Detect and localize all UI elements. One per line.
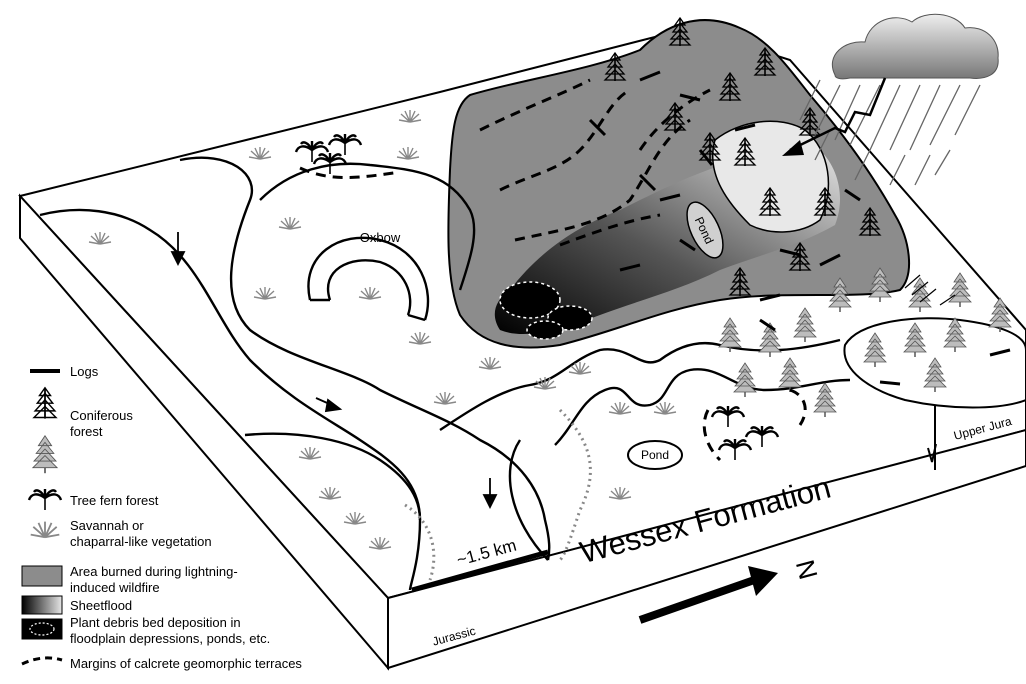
north-label: N [790,557,824,583]
river-channels [39,156,851,591]
scale-bar [411,549,549,593]
legend-tree-fern-label: Tree fern forest [70,493,159,508]
legend-debris-line1: Plant debris bed deposition in [70,615,241,630]
flow-arrows [170,232,498,510]
legend-debris-line2: floodplain depressions, ponds, etc. [70,631,270,646]
conifer-tree-icon [33,386,57,420]
savannah-shrub-icon [29,520,61,539]
legend-margins-symbol [21,656,63,666]
tree-fern-icon [27,487,63,512]
rain-cloud-icon [831,13,999,80]
legend-burned-line1: Area burned during lightning- [70,564,238,579]
legend-sheetflood-label: Sheetflood [70,598,132,613]
legend-savannah-line1: Savannah or [70,518,144,533]
north-arrow [638,566,778,624]
legend-coniferous-line1: Coniferous [70,408,133,423]
legend-burned-swatch [21,565,63,587]
logs [588,70,861,302]
oxbow-label: Oxbow [360,230,401,245]
conifer-grey-icon [32,434,58,475]
lightning-bolt-icon [782,77,887,156]
legend-logs-label: Logs [70,364,99,379]
legend: Logs Coniferous forest Tree fern forest … [21,364,302,671]
legend-burned-line2: induced wildfire [70,580,160,595]
pond-lower-label: Pond [641,448,669,462]
legend-coniferous-line2: forest [70,424,103,439]
legend-sheetflood-swatch [21,595,63,615]
debris-beds [499,281,593,340]
legend-margins-label: Margins of calcrete geomorphic terraces [70,656,302,671]
legend-savannah-line2: chaparral-like vegetation [70,534,212,549]
